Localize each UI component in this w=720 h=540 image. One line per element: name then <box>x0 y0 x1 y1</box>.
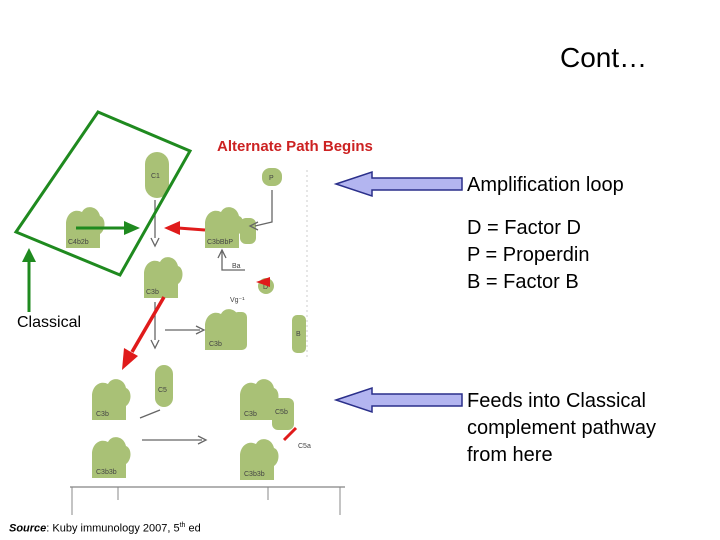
green-arrow-right-head <box>124 221 140 235</box>
label-c5b: C5b <box>275 409 288 416</box>
red-arrow-left <box>177 226 206 232</box>
label-ba: Ba <box>232 263 241 270</box>
legend-properdin: P = Properdin <box>467 244 590 266</box>
process-arrow-properdin <box>254 190 273 227</box>
red-arrow-left-head <box>164 221 180 235</box>
source-sup: th <box>179 522 186 529</box>
properdin-molecule <box>262 168 282 186</box>
label-vg: Vg⁻¹ <box>230 297 245 304</box>
c5b-molecule <box>272 398 294 430</box>
c1-molecule <box>145 152 169 198</box>
classical-box <box>13 110 193 277</box>
label-c3b-d: C3b <box>244 411 257 418</box>
legend-factor-d: D = Factor D <box>467 217 581 239</box>
arrow-head <box>195 325 206 335</box>
arrow-head <box>248 221 259 231</box>
classical-label: Classical <box>17 314 82 331</box>
feeds-line-3: from here <box>467 444 553 466</box>
source-prefix: Source <box>9 522 47 535</box>
source-suffix: ed <box>185 522 201 535</box>
label-c4b2b: C4b2b <box>68 239 89 246</box>
label-c3b-c: C3b <box>96 411 109 418</box>
red-c5a-arrow <box>282 426 298 442</box>
arrow-head <box>150 339 160 350</box>
source-citation: Source: Kuby immunology 2007, 5th ed <box>9 522 201 535</box>
label-c5: C5 <box>158 387 167 394</box>
label-c3b3b-b: C3b3b <box>244 471 265 478</box>
process-arrow-cleave <box>221 250 245 271</box>
label-c5a: C5a <box>298 443 311 450</box>
green-arrow-up-head <box>22 248 36 262</box>
blue-arrow-amplification <box>333 170 463 198</box>
red-arrow-diagonal <box>130 296 166 353</box>
factor-b-molecule <box>292 315 306 353</box>
arrow-head <box>217 248 227 259</box>
label-c3b3b-a: C3b3b <box>96 469 117 476</box>
arrow-head <box>150 237 160 248</box>
alternate-path-label: Alternate Path Begins <box>217 138 373 155</box>
c3bbbp-side <box>240 218 256 244</box>
c5-molecule <box>155 365 173 407</box>
legend-factor-b: B = Factor B <box>467 271 579 293</box>
label-b: B <box>296 331 301 338</box>
blue-arrow-feeds <box>333 386 463 414</box>
label-c3b-a: C3b <box>146 289 159 296</box>
process-arrow-c5 <box>139 409 161 419</box>
amplification-loop-label: Amplification loop <box>467 174 624 196</box>
red-arrow-diagonal-head <box>122 348 138 370</box>
label-c1: C1 <box>151 173 160 180</box>
red-small-arrow <box>256 277 270 287</box>
arrow-head <box>197 435 208 445</box>
label-p: P <box>269 175 274 182</box>
label-d: D <box>263 284 268 291</box>
feeds-line-2: complement pathway <box>467 417 656 439</box>
label-c3b-b: C3b <box>209 341 222 348</box>
slide-title: Cont… <box>560 42 648 73</box>
source-text: : Kuby immunology 2007, 5 <box>46 522 180 535</box>
feeds-line-1: Feeds into Classical <box>467 390 646 412</box>
factor-b-bound <box>233 312 247 350</box>
label-c3bbbp: C3bBbP <box>207 239 233 246</box>
